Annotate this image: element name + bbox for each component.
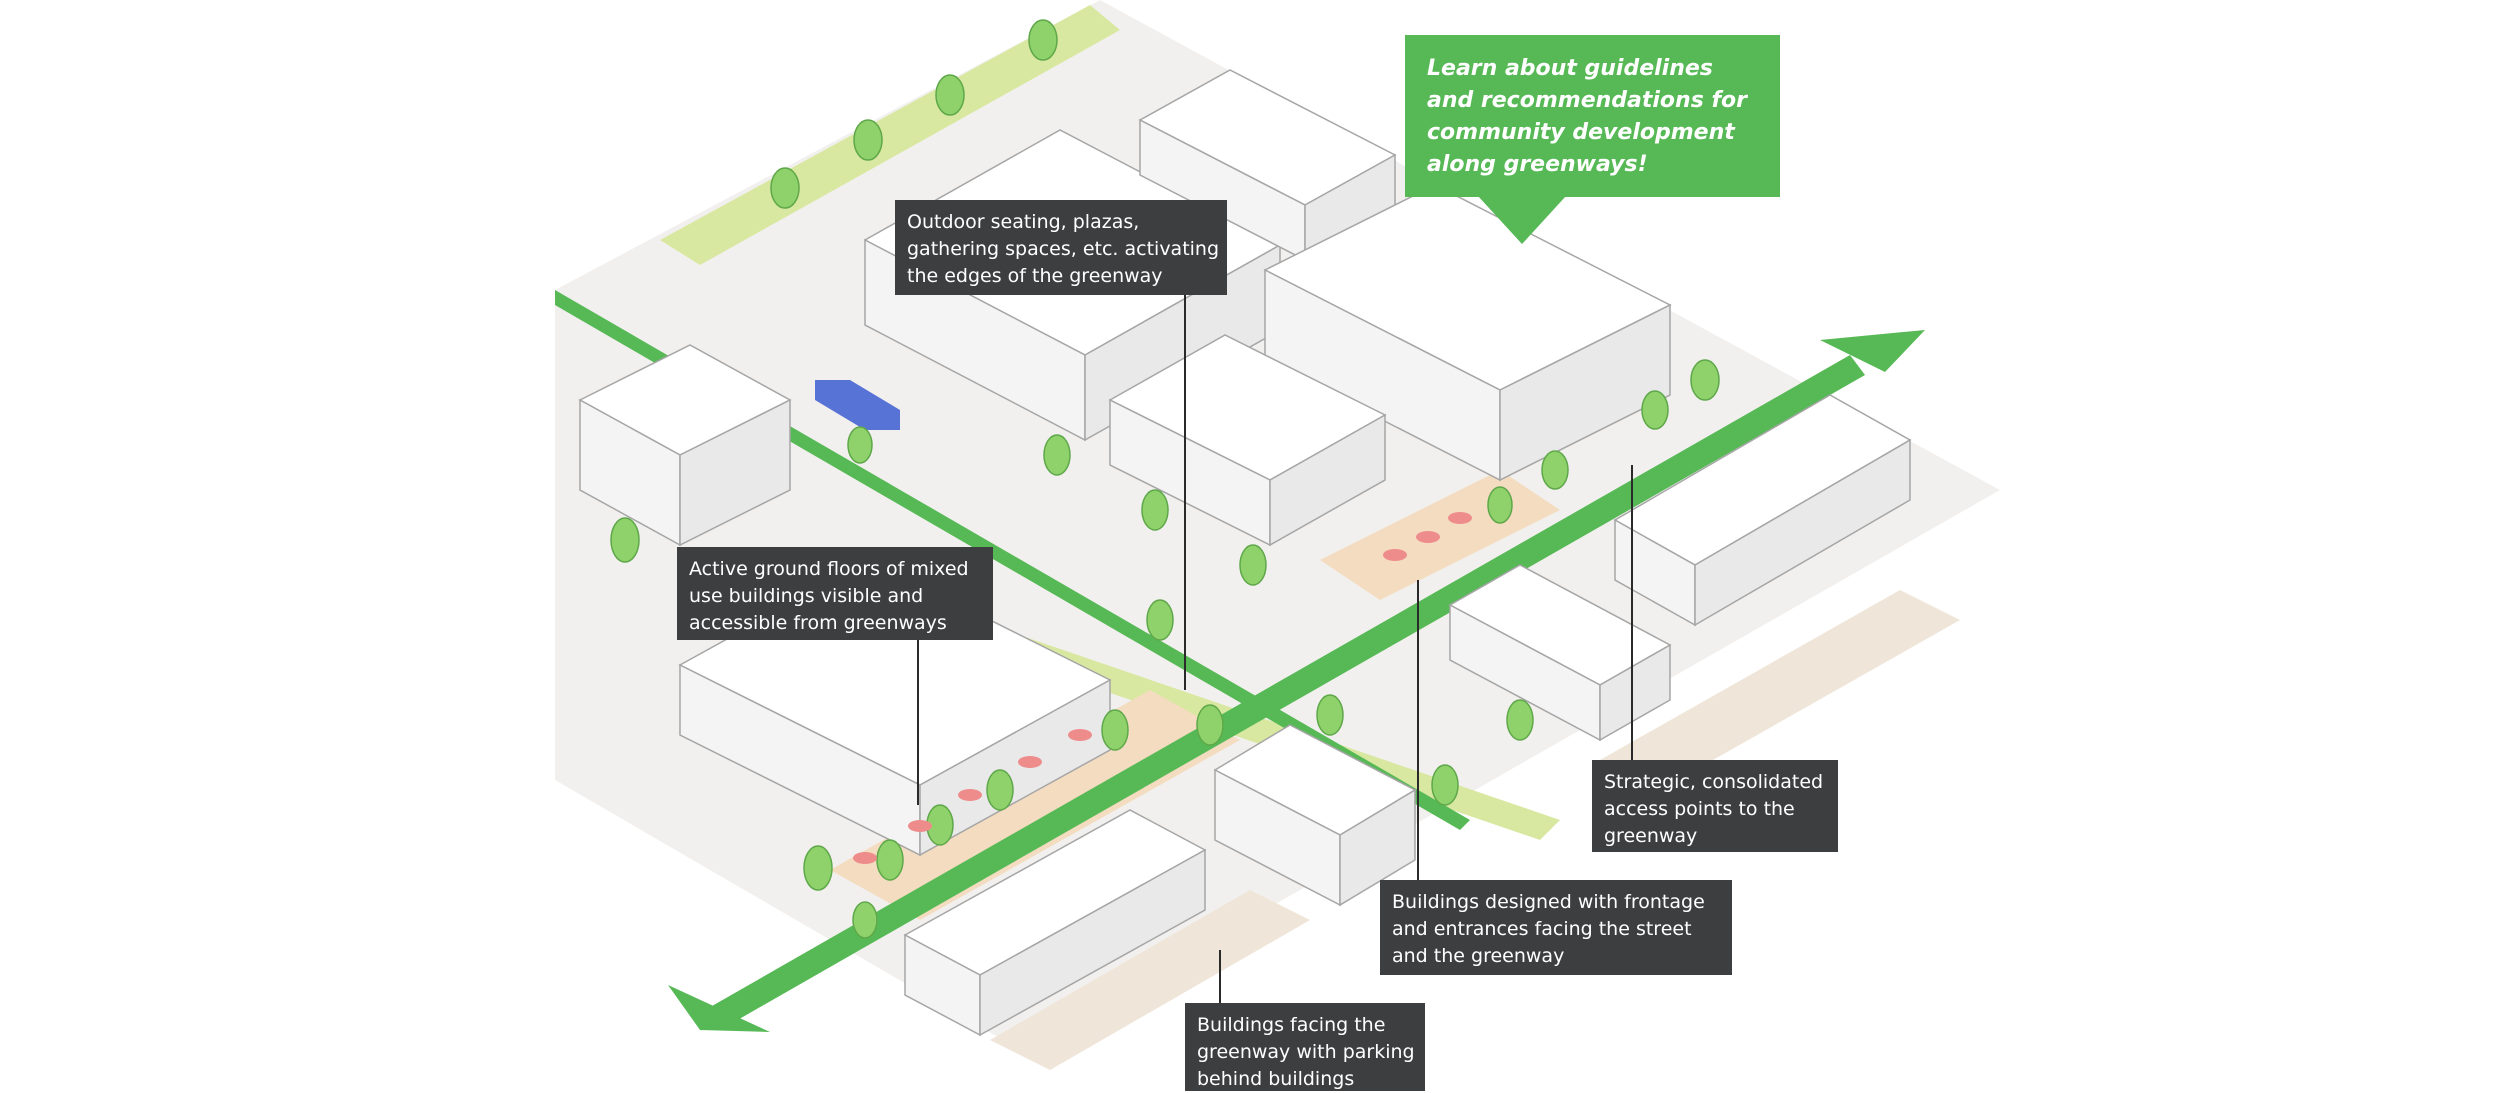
callout-line: greenway [1604,825,1698,847]
greenway-arrow-ne [1820,330,1925,372]
trees [610,19,1720,939]
parking-lot-south [990,890,1310,1070]
intro-line: along greenways! [1427,152,1648,177]
townhouses-northeast [1613,394,1912,627]
building-south-mixed [1213,724,1417,907]
callout-line: the edges of the greenway [907,265,1163,287]
callout-line: and the greenway [1392,945,1565,967]
callout-access-points: Strategic, consolidated access points to… [1592,760,1838,852]
building-east-large [1263,184,1672,482]
plaza-umbrellas [853,512,1472,864]
callout-line: use buildings visible and [689,585,924,607]
building-northwest [578,344,792,547]
parking-lot-east [1600,590,1960,790]
callout-connectors [917,295,1633,1003]
building-north-tall [1138,69,1397,262]
callout-line: access points to the [1604,798,1795,820]
callout-line: Buildings designed with frontage [1392,891,1705,913]
callout-line: Outdoor seating, plazas, [907,211,1140,233]
intro-banner: Learn about guidelines and recommendatio… [1405,35,1780,197]
greenway-path [705,355,1865,1030]
intro-pointer [1478,196,1566,244]
callout-line: gathering spaces, etc. activating [907,238,1220,260]
townhouses-east [1448,564,1672,742]
callout-line: and entrances facing the street [1392,918,1692,940]
callout-line: greenway with parking [1197,1041,1415,1063]
callout-outdoor-seating: Outdoor seating, plazas, gathering space… [895,200,1227,295]
callout-line: Buildings facing the [1197,1014,1386,1036]
bus [815,380,900,430]
callout-active-ground-floors: Active ground floors of mixed use buildi… [677,547,993,640]
building-center [1108,334,1387,547]
townhouses-south [903,809,1207,1037]
callout-line: behind buildings [1197,1068,1355,1090]
callout-line: Strategic, consolidated [1604,771,1824,793]
callout-line: accessible from greenways [689,612,947,634]
plaza-south [830,690,1240,920]
intro-line: Learn about guidelines [1427,56,1713,81]
callout-line: Active ground floors of mixed [689,558,969,580]
callout-parking: Buildings facing the greenway with parki… [1185,1003,1425,1091]
intro-line: and recommendations for [1427,88,1747,113]
intro-line: community development [1427,120,1735,145]
greenway-arrow-sw [668,985,770,1032]
callout-frontage: Buildings designed with frontage and ent… [1380,880,1732,975]
